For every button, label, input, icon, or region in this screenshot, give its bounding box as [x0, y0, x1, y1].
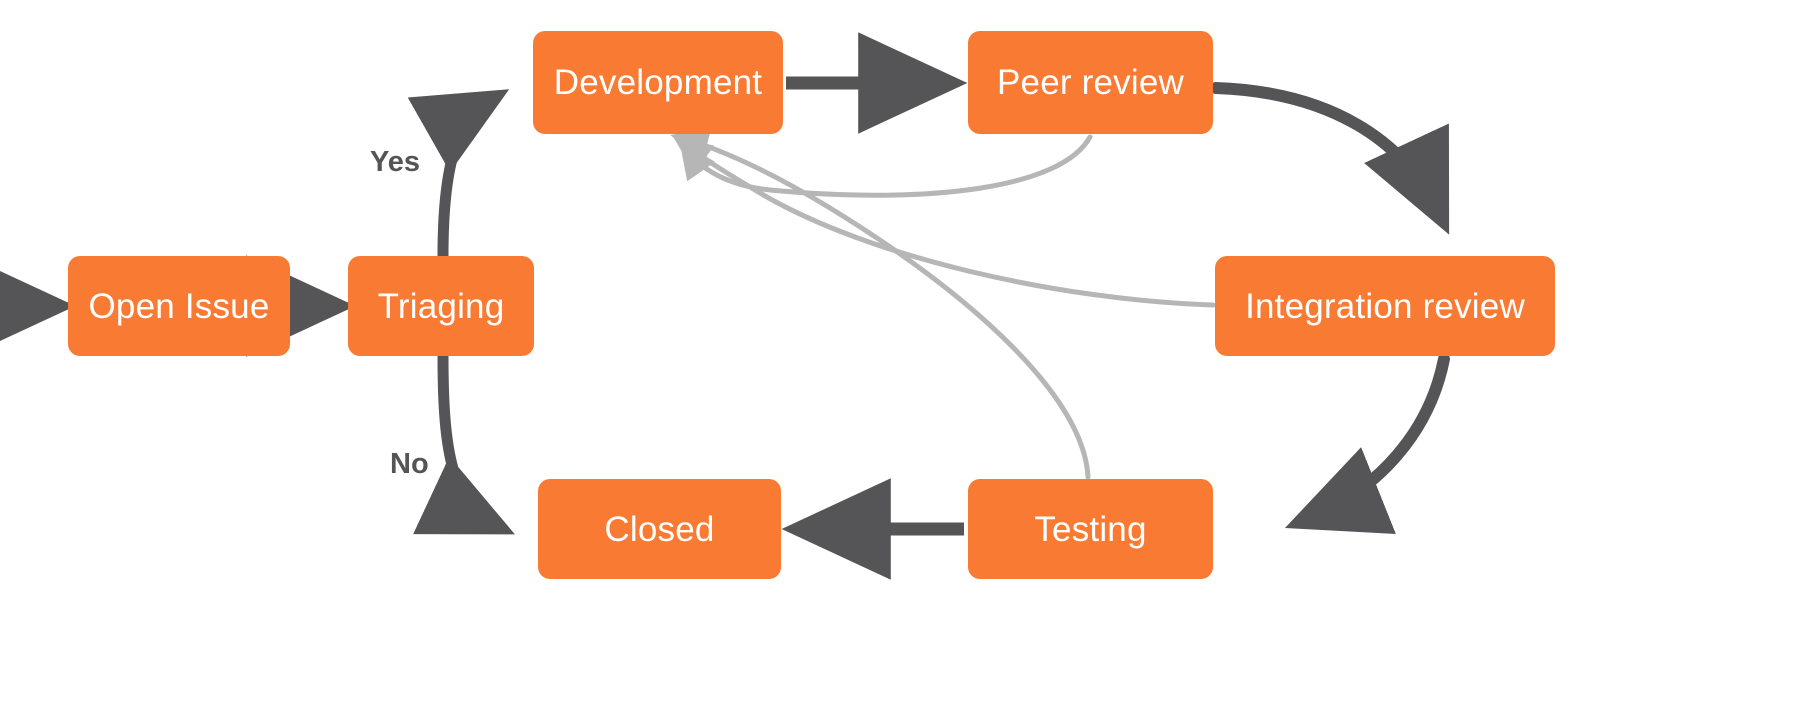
edge-label-no: No [390, 450, 429, 479]
node-triaging[interactable]: Triaging [348, 256, 534, 356]
node-peer-review[interactable]: Peer review [968, 31, 1213, 134]
edge-triaging-to-development [407, 89, 510, 262]
node-label: Peer review [997, 63, 1184, 102]
node-integration-review[interactable]: Integration review [1215, 256, 1555, 356]
node-label: Integration review [1245, 286, 1525, 326]
edge-label-text: Yes [370, 146, 420, 178]
edge-integration-review-to-development [673, 137, 1216, 308]
node-closed[interactable]: Closed [538, 479, 781, 579]
node-open-issue[interactable]: Open Issue [68, 256, 290, 356]
node-label: Closed [604, 509, 715, 549]
edge-label-text: No [390, 448, 429, 480]
edge-integration-review-to-testing [1284, 353, 1450, 534]
node-label: Open Issue [88, 286, 270, 326]
node-label: Triaging [377, 286, 505, 326]
edge-label-yes: Yes [370, 148, 420, 177]
edge-triaging-to-closed [413, 350, 515, 535]
node-testing[interactable]: Testing [968, 479, 1213, 579]
node-development[interactable]: Development [533, 31, 783, 134]
edge-peer-review-to-integration-review [1210, 82, 1450, 235]
node-label: Development [553, 63, 763, 102]
node-label: Testing [1034, 509, 1147, 549]
edge-testing-to-development [670, 128, 1091, 480]
